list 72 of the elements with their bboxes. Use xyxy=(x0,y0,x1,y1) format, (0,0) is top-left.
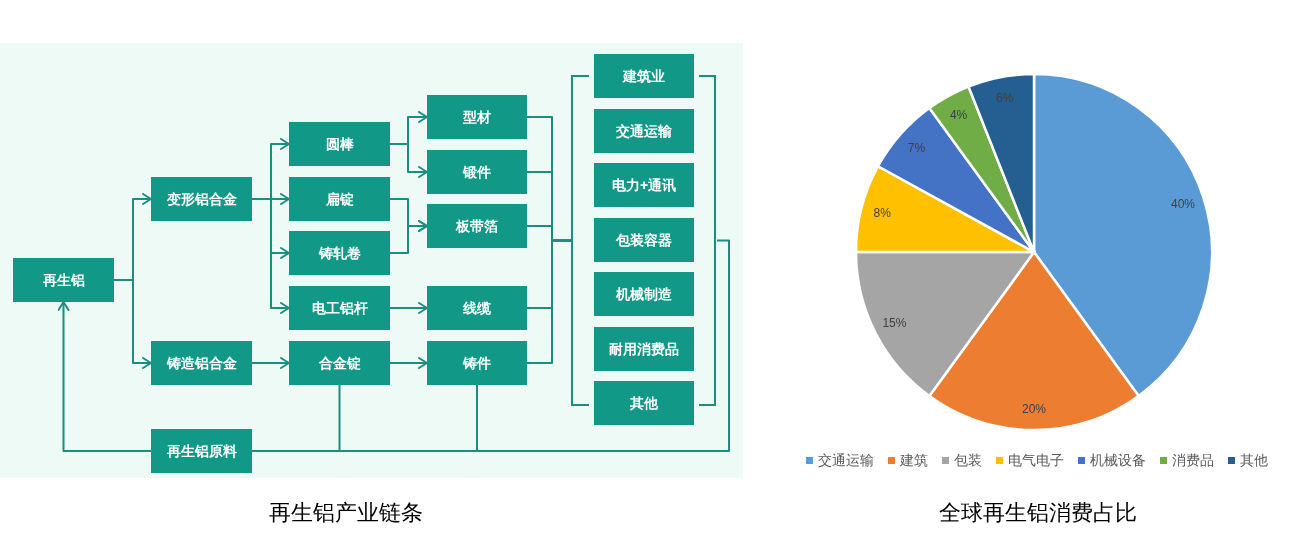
arrow xyxy=(389,357,428,369)
connector-line xyxy=(338,384,341,452)
box-label: 板带箔 xyxy=(456,217,498,235)
box-label: 机械制造 xyxy=(616,285,672,303)
process-box xyxy=(289,231,390,275)
data-label: 40% xyxy=(1170,196,1195,211)
arrow xyxy=(251,357,290,369)
data-label: 15% xyxy=(882,316,907,331)
process-box xyxy=(427,341,527,385)
connector-line xyxy=(526,239,572,364)
process-box xyxy=(594,218,694,262)
process-box xyxy=(594,327,694,371)
data-label: 4% xyxy=(949,107,968,122)
arrow xyxy=(389,302,428,314)
process-box xyxy=(289,341,390,385)
process-box xyxy=(289,286,390,330)
legend-label: 机械设备 xyxy=(1090,451,1146,469)
box-label: 电工铝杆 xyxy=(311,299,368,317)
box-label: 其他 xyxy=(630,394,658,412)
bracket xyxy=(699,75,717,406)
process-box xyxy=(289,177,390,221)
box-label: 圆棒 xyxy=(325,135,354,153)
process-box xyxy=(427,150,527,194)
box-label: 再生铝 xyxy=(42,271,85,289)
data-label: 7% xyxy=(907,141,926,156)
process-box xyxy=(594,109,694,153)
process-box xyxy=(13,258,114,302)
box-label: 扁锭 xyxy=(325,190,354,208)
caption: 再生铝产业链条 xyxy=(269,500,423,525)
data-label: 6% xyxy=(996,91,1014,106)
box-label: 电力+通讯 xyxy=(611,176,677,194)
legend-label: 交通运输 xyxy=(818,451,874,469)
box-label: 线缆 xyxy=(463,299,491,317)
arrow xyxy=(57,301,152,452)
box-label: 变形铝合金 xyxy=(166,190,237,208)
process-box xyxy=(427,204,527,248)
connector-line xyxy=(251,239,730,452)
process-box xyxy=(427,95,527,139)
data-label: 20% xyxy=(1022,401,1046,416)
box-label: 耐用消费品 xyxy=(609,340,679,358)
legend-label: 建筑 xyxy=(900,451,928,469)
box-label: 包装容器 xyxy=(616,231,672,249)
box-label: 锻件 xyxy=(463,163,491,181)
box-label: 合金锭 xyxy=(318,354,361,372)
box-label: 型材 xyxy=(463,108,491,126)
box-label: 铸造铝合金 xyxy=(166,354,237,372)
process-box xyxy=(594,54,694,98)
arrow xyxy=(389,143,428,178)
legend-label: 电气电子 xyxy=(1008,451,1064,469)
bracket xyxy=(571,75,589,406)
arrow xyxy=(251,198,290,314)
chart-title: 全球再生铝消费占比 xyxy=(939,500,1137,525)
process-box xyxy=(151,177,252,221)
arrow xyxy=(113,279,152,369)
legend-label: 包装 xyxy=(954,451,982,469)
process-box xyxy=(151,429,252,473)
arrow xyxy=(389,220,428,254)
connector-line xyxy=(476,384,478,452)
box-label: 建筑业 xyxy=(623,67,665,85)
box-label: 再生铝原料 xyxy=(166,442,237,460)
box-label: 铸件 xyxy=(463,354,491,372)
process-box xyxy=(594,272,694,316)
box-label: 铸轧卷 xyxy=(318,244,361,262)
box-label: 交通运输 xyxy=(616,122,672,140)
data-label: 8% xyxy=(873,206,891,221)
process-box xyxy=(151,341,252,385)
legend-label: 其他 xyxy=(1240,451,1268,469)
process-box xyxy=(289,122,390,166)
process-box xyxy=(594,381,694,425)
process-box xyxy=(427,286,527,330)
process-box xyxy=(594,163,694,207)
legend-label: 消费品 xyxy=(1172,451,1214,469)
